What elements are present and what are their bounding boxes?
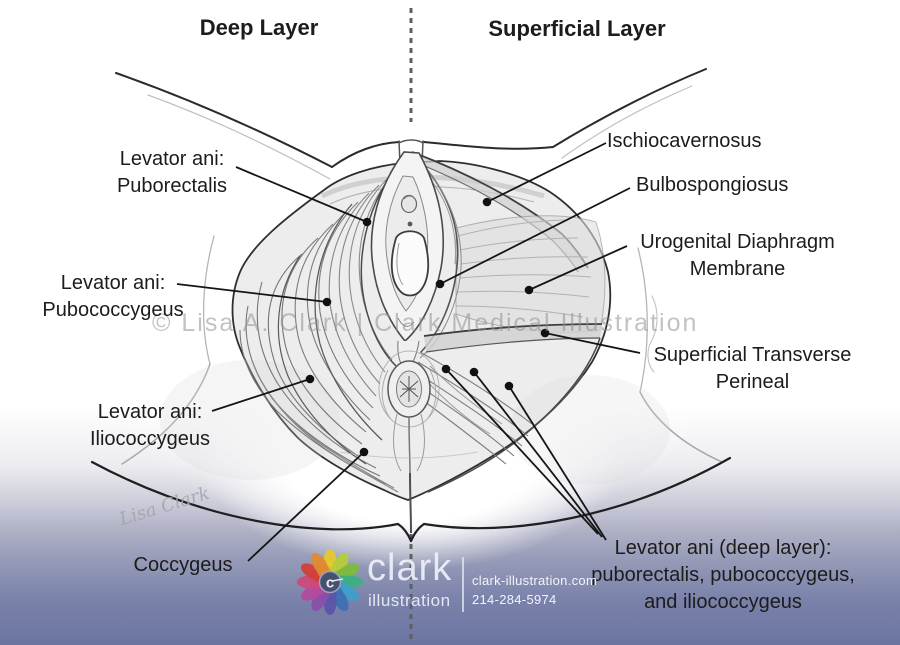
callout-dots: [305, 197, 550, 457]
label-line: Levator ani:: [60, 272, 166, 294]
label-superficial-transverse-perineal: Superficial Transverse Perineal: [645, 342, 860, 396]
label-line: Urogenital Diaphragm: [640, 231, 835, 253]
clark-logo-flower-icon: c: [297, 549, 363, 615]
label-line: puborectalis, pubococcygeus,: [591, 564, 855, 586]
gluteal-folds: [90, 456, 732, 543]
label-line: Levator ani:: [119, 148, 225, 170]
header-superficial-layer: Superficial Layer: [488, 16, 666, 41]
label-urogenital-diaphragm-membrane: Urogenital Diaphragm Membrane: [625, 229, 850, 283]
label-line: Ischiocavernosus: [607, 130, 762, 152]
label-line: Iliococcygeus: [89, 428, 211, 450]
skin-contours: [115, 68, 723, 465]
logo-needle: [331, 578, 344, 582]
label-ischiocavernosus: Ischiocavernosus: [607, 128, 762, 155]
logo-brand-subtitle: illustration: [368, 591, 451, 610]
copyright-watermark: © Lisa A. Clark | Clark Medical Illustra…: [152, 309, 699, 337]
logo-divider: [462, 557, 464, 612]
anus-anatomy: [339, 350, 479, 534]
label-line: Puborectalis: [116, 175, 228, 197]
logo-brand-name: clark: [367, 547, 453, 589]
label-line: Levator ani (deep layer):: [614, 537, 832, 559]
label-line: Levator ani:: [97, 401, 203, 423]
label-coccygeus: Coccygeus: [83, 552, 283, 579]
vulva-anatomy: [370, 151, 444, 371]
label-line: Pubococcygeus: [42, 299, 184, 321]
label-line: Superficial Transverse: [653, 344, 852, 366]
logo-phone: 214-284-5974: [472, 592, 557, 607]
label-line: Bulbospongiosus: [636, 174, 789, 196]
flower-petals: [297, 549, 363, 615]
leader-lines: [176, 142, 641, 562]
label-levator-ani-pubococcygeus: Levator ani: Pubococcygeus: [13, 270, 213, 324]
label-levator-ani-iliococcygeus: Levator ani: Iliococcygeus: [50, 399, 250, 453]
logo-monogram-letter: c: [326, 575, 334, 592]
label-levator-ani-puborectalis: Levator ani: Puborectalis: [72, 146, 272, 200]
logo-monogram-circle: [318, 570, 342, 594]
superficial-layer-muscles: [411, 151, 606, 493]
label-line: Coccygeus: [133, 554, 233, 576]
logo-website: clark-illustration.com: [472, 573, 598, 588]
header-deep-layer: Deep Layer: [199, 15, 319, 40]
label-levator-ani-deep-layer: Levator ani (deep layer): puborectalis, …: [577, 535, 869, 616]
label-line: Membrane: [689, 258, 786, 280]
label-bulbospongiosus: Bulbospongiosus: [636, 172, 788, 199]
label-line: Perineal: [715, 371, 790, 393]
label-line: and iliococcygeus: [644, 591, 802, 613]
deep-layer-fibers: [239, 169, 399, 493]
